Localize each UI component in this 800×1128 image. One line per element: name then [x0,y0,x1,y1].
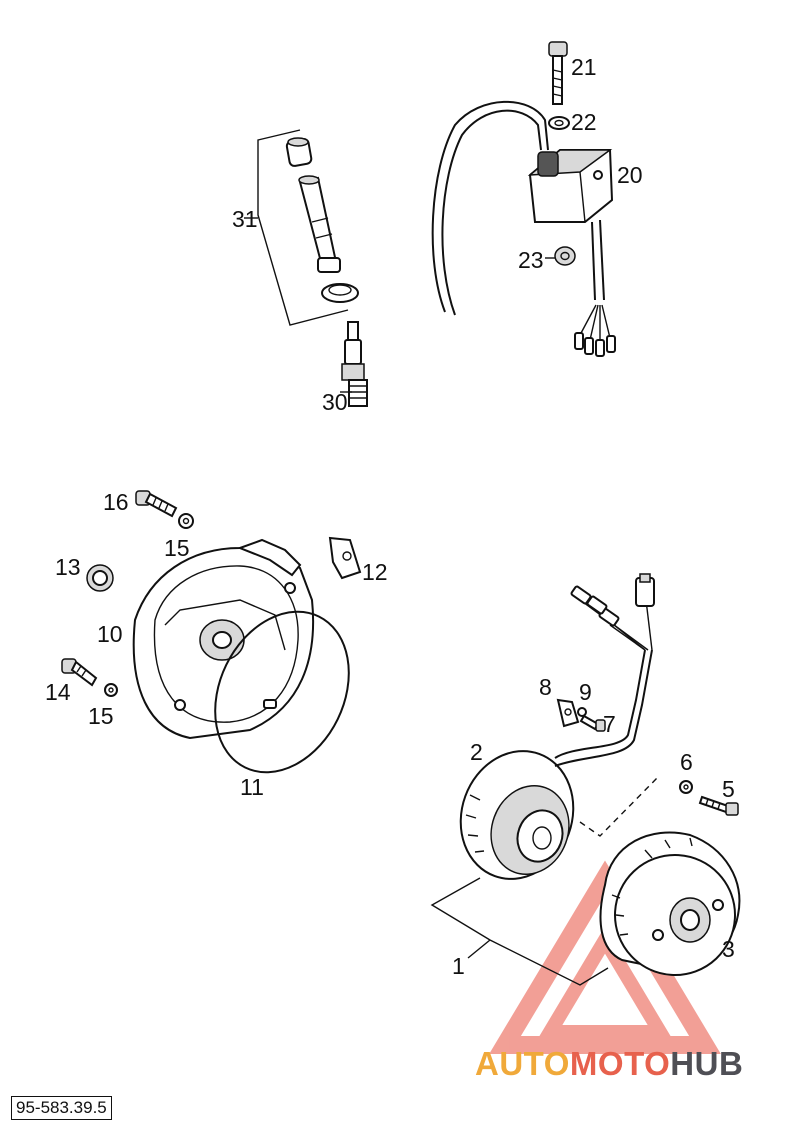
label-11: 11 [240,774,264,800]
label-20: 20 [617,162,643,188]
spark-plug-cap-assembly [244,129,359,326]
label-30: 30 [322,389,348,415]
stator-connectors [570,573,655,651]
label-7: 7 [603,711,616,737]
cap-seal-ring [321,283,359,303]
washer-15-upper [178,513,194,529]
label-13: 13 [55,554,81,580]
label-3: 3 [722,936,735,962]
dashed-leaders [579,774,661,837]
label-6: 6 [680,749,693,775]
washer-6 [679,780,693,794]
screw-14 [61,658,98,687]
label-15-lower: 15 [88,703,114,729]
label-21: 21 [571,54,597,80]
clip-12 [328,536,362,580]
cable-clip-8 [556,698,580,728]
cap-top-part [285,137,313,167]
watermark-part-moto: MOTO [569,1045,671,1082]
screw-5 [698,795,739,816]
ignition-cover [132,538,315,740]
watermark-part-auto: AUTO [475,1045,570,1082]
washer-9 [577,707,587,717]
label-12: 12 [362,559,388,585]
label-23: 23 [518,247,544,273]
grommet-13 [86,564,114,592]
ignition-coil [431,100,616,357]
label-2: 2 [470,739,483,765]
spark-plug-boot [298,175,341,273]
label-16: 16 [103,489,129,515]
spark-plug [341,321,368,407]
label-15-upper: 15 [164,535,190,561]
diagram-code: 95-583.39.5 [11,1096,112,1120]
label-leaders [340,257,555,393]
flywheel-rotor [599,831,741,976]
assembly-bracket [430,877,609,986]
part-labels: 21 22 20 23 31 30 16 15 13 12 10 14 15 1… [45,54,735,979]
label-5: 5 [722,776,735,802]
label-8: 8 [539,674,552,700]
coil-bolt [548,41,568,105]
label-1: 1 [452,953,465,979]
washer-15-lower [104,683,118,697]
coil-nut [554,246,576,266]
label-31: 31 [232,206,258,232]
label-10: 10 [97,621,123,647]
watermark-part-hub: HUB [670,1045,744,1082]
label-14: 14 [45,679,71,705]
label-9: 9 [579,679,592,705]
label-22: 22 [571,109,597,135]
screw-7 [579,714,606,732]
watermark-logo-text: AUTOMOTOHUB [475,1045,743,1083]
coil-washer [548,116,570,130]
cover-gasket [214,610,350,774]
screw-16 [135,490,178,518]
stator [459,649,653,880]
